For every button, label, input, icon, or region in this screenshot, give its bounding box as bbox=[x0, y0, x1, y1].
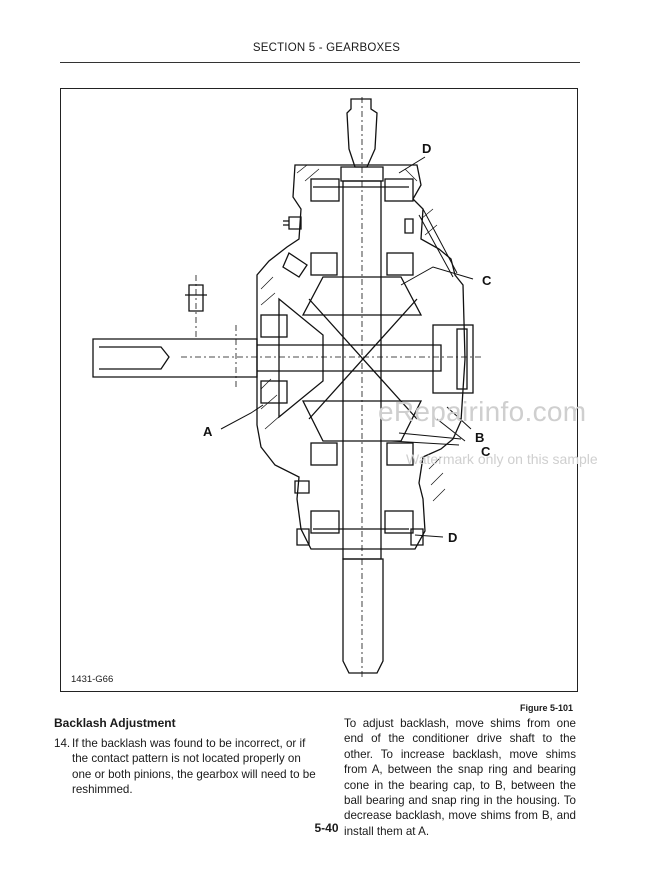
low-bearing-left bbox=[310, 442, 338, 466]
page-number: 5-40 bbox=[314, 821, 339, 835]
centerlines bbox=[181, 97, 481, 679]
header-divider bbox=[60, 62, 580, 63]
leader-d-upper bbox=[398, 156, 426, 174]
bevel-drive-cone bbox=[278, 297, 324, 419]
low-bearing-right bbox=[386, 442, 414, 466]
grease-fitting-2 bbox=[282, 252, 308, 278]
bevel-gear-upper bbox=[301, 276, 423, 316]
watermark-text: eRepairinfo.com bbox=[378, 396, 587, 427]
step-number: 14. bbox=[54, 737, 71, 750]
input-shaft-core bbox=[257, 344, 442, 372]
input-shaft bbox=[92, 338, 258, 378]
leader-a bbox=[220, 404, 264, 430]
leader-c-upper bbox=[400, 208, 474, 286]
callout-a: A bbox=[203, 424, 213, 439]
mid-bearing-left bbox=[310, 252, 338, 276]
gearbox-drawing: D C A B C D bbox=[92, 97, 492, 679]
bevel-gear-lower bbox=[301, 400, 423, 442]
section-hatching bbox=[260, 164, 446, 502]
bolt-1 bbox=[296, 528, 310, 546]
section-title: Backlash Adjustment bbox=[54, 716, 176, 730]
gearbox-housing bbox=[256, 164, 466, 550]
housing-inner-wall bbox=[313, 186, 409, 530]
bolt-3 bbox=[404, 218, 414, 234]
callout-c-upper: C bbox=[482, 273, 492, 288]
input-bearing-upper bbox=[260, 314, 288, 338]
leader-b bbox=[398, 406, 472, 440]
upper-bearing-right bbox=[384, 178, 414, 202]
input-shaft-spline bbox=[99, 346, 170, 370]
procedure-step: 14. If the backlash was found to be inco… bbox=[54, 736, 316, 798]
upper-bearing-left bbox=[310, 178, 340, 202]
gearbox-figure: D C A B C D 1431-G66 bbox=[60, 88, 578, 692]
grease-fitting-1 bbox=[283, 216, 302, 230]
input-bearing-lower bbox=[260, 380, 288, 404]
bottom-shaft bbox=[342, 558, 384, 674]
callout-c-lower: C bbox=[481, 444, 491, 459]
step-text: If the backlash was found to be incorrec… bbox=[72, 737, 316, 797]
mid-bearing-right bbox=[386, 252, 414, 276]
bottom-bearing-left bbox=[310, 510, 340, 534]
grease-fitting-3 bbox=[294, 480, 310, 494]
callout-d-lower: D bbox=[448, 530, 457, 545]
figure-caption: Figure 5-101 bbox=[519, 703, 573, 713]
right-paragraph: To adjust backlash, move shims from one … bbox=[344, 717, 576, 838]
figure-id-label: 1431-G66 bbox=[71, 674, 114, 685]
callout-b: B bbox=[475, 430, 484, 445]
section-header: SECTION 5 - GEARBOXES bbox=[252, 42, 401, 54]
watermark-subtext: Watermark only on this sample bbox=[406, 451, 598, 467]
side-bearing-cap bbox=[432, 324, 474, 394]
gear-mesh-lines bbox=[308, 298, 418, 420]
leader-d-lower bbox=[414, 534, 444, 538]
bolt-2 bbox=[410, 528, 424, 546]
leader-c-lower bbox=[390, 418, 466, 446]
bottom-bearing-right bbox=[384, 510, 414, 534]
callout-d-upper: D bbox=[422, 141, 431, 156]
top-shaft-neck bbox=[340, 166, 384, 182]
left-column: Backlash Adjustment 14. If the backlash … bbox=[54, 716, 316, 798]
